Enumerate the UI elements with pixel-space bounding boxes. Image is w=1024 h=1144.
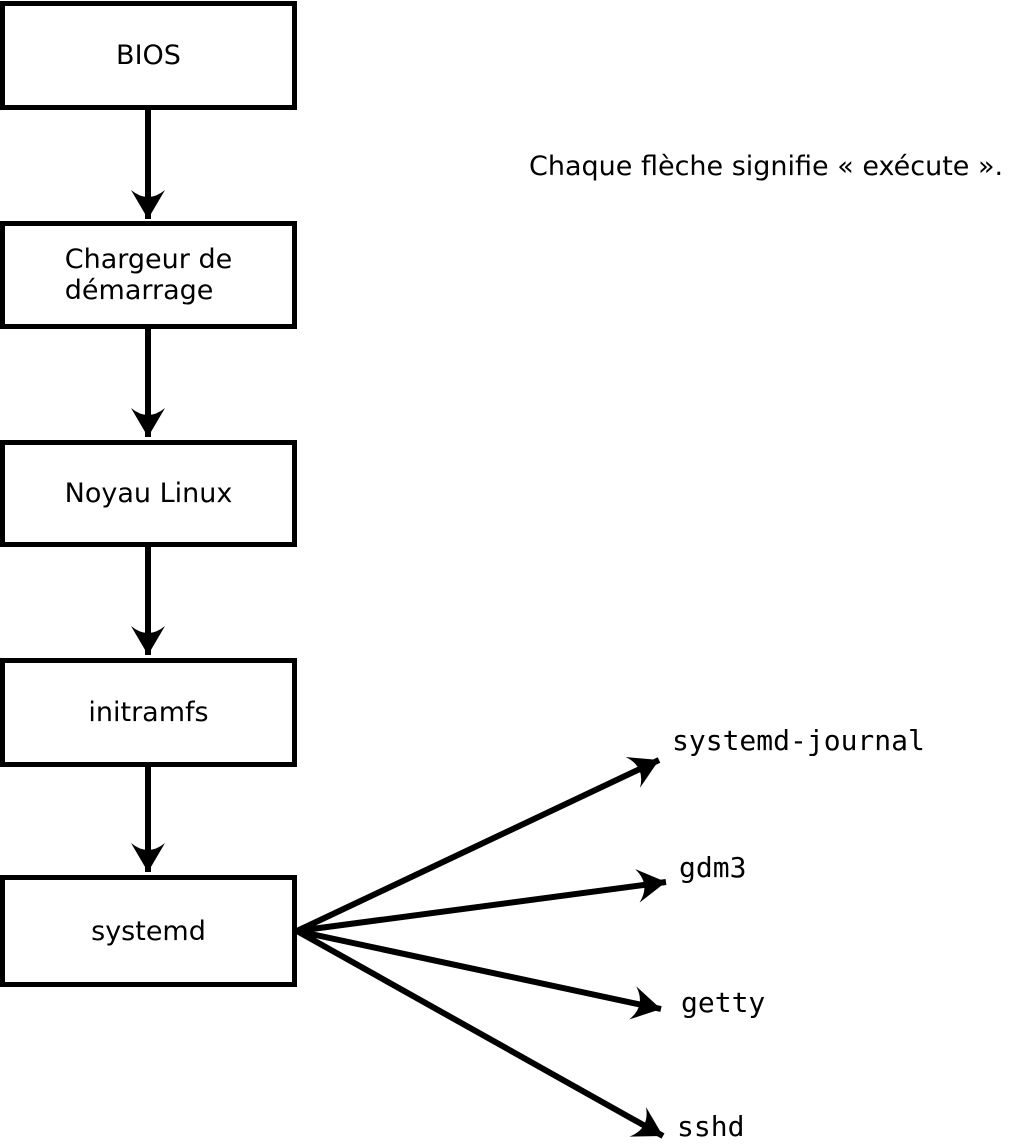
process-label-gdm3: gdm3 — [679, 851, 747, 884]
arrow-systemd-to-gdm3 — [296, 868, 667, 934]
process-label-systemd-journal: systemd-journal — [672, 724, 925, 757]
node-kernel: Noyau Linux — [0, 440, 297, 547]
node-initramfs-label: initramfs — [88, 697, 209, 728]
arrow-systemd-to-sshd — [295, 928, 665, 1139]
node-bios-label: BIOS — [116, 40, 181, 71]
node-systemd: systemd — [0, 875, 297, 987]
arrow-systemd-to-getty — [296, 928, 662, 1020]
process-label-sshd: sshd — [677, 1110, 745, 1143]
node-bootloader: Chargeur de démarrage — [0, 221, 297, 329]
node-initramfs: initramfs — [0, 658, 297, 767]
caption-arrow-meaning: Chaque flèche signifie « exécute ». — [529, 151, 1004, 182]
node-bootloader-label: Chargeur de démarrage — [64, 244, 233, 306]
process-label-getty: getty — [681, 986, 766, 1019]
node-systemd-label: systemd — [91, 915, 206, 947]
node-bios: BIOS — [0, 1, 297, 110]
node-kernel-label: Noyau Linux — [64, 478, 233, 509]
arrow-systemd-to-journal — [295, 757, 661, 934]
